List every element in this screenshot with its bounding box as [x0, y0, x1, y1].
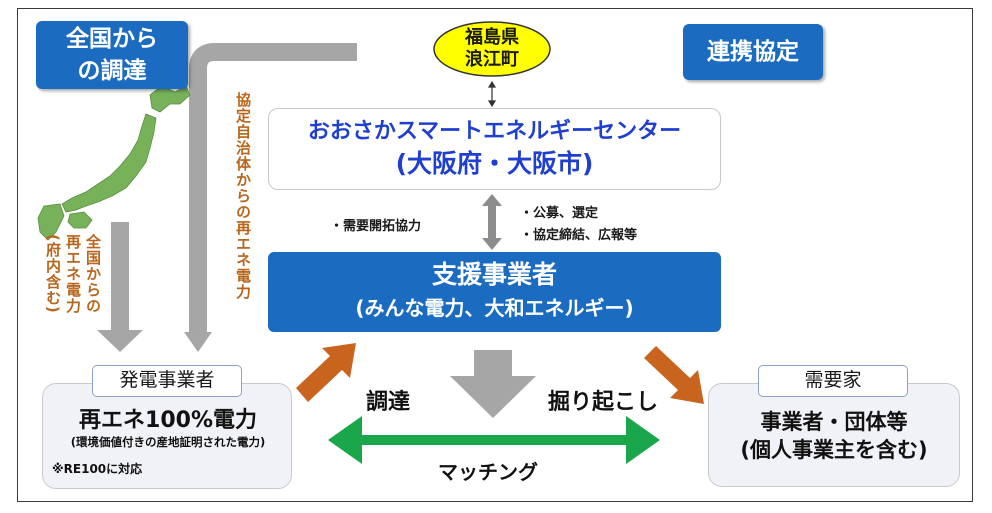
partnership-tag: 連携協定: [683, 24, 823, 80]
generator-note: ※RE100に対応: [52, 462, 143, 476]
namie-town-line1: 福島県: [465, 27, 519, 48]
nationwide-supply-arrow-body: [111, 222, 129, 332]
partner-supply-label: 協定自治体からの再エネ電力: [234, 92, 252, 300]
japan-map: [37, 85, 191, 241]
nationwide-supply-label-1: 全国からの: [84, 234, 102, 314]
consumer-line2: (個人事業主を含む): [740, 438, 928, 462]
support-title: 支援事業者: [431, 260, 557, 289]
partner-supply-arrow-body: [189, 43, 357, 334]
matching-label: マッチング: [438, 460, 538, 484]
procure-arrow: [296, 343, 356, 402]
consumer-main: 事業者・団体等 (個人事業主を含む): [712, 408, 956, 464]
partner-supply-arrow-head: [184, 332, 212, 352]
namie-town-line2: 浪江町: [465, 49, 519, 70]
nationwide-procurement-line1: 全国から: [66, 26, 158, 52]
generator-panel: [42, 383, 292, 489]
matching-arrow: [328, 416, 660, 464]
nationwide-supply-arrow-head: [97, 330, 143, 352]
osaka-smart-energy-center: おおさかスマートエネルギーセンター (大阪府・大阪市): [268, 108, 721, 190]
note-agreement: ・協定締結、広報等: [520, 228, 638, 243]
namie-town-label: 福島県 浪江町: [432, 22, 552, 78]
support-provider-box: 支援事業者 (みんな電力、大和エネルギー): [268, 252, 721, 332]
generator-sub: (環境価値付きの産地証明された電力): [70, 435, 266, 449]
namie-town-ellipse: [433, 21, 551, 77]
generator-title: 発電事業者: [92, 365, 242, 397]
nationwide-procurement-line2: の調達: [77, 58, 147, 84]
town-center-link: [487, 80, 497, 108]
consumer-panel: [708, 383, 960, 487]
center-support-link: [482, 194, 502, 250]
note-demand-cooperation: ・需要開拓協力: [330, 219, 422, 234]
discover-label: 掘り起こし: [548, 390, 659, 415]
support-members: (みんな電力、大和エネルギー): [355, 296, 634, 320]
nationwide-supply-label-2: 再エネ電力: [64, 234, 82, 314]
consumer-line1: 事業者・団体等: [760, 410, 908, 434]
center-name: おおさかスマートエネルギーセンター: [307, 119, 682, 144]
consumer-title: 需要家: [758, 365, 908, 397]
discover-arrow: [644, 346, 704, 404]
procure-label: 調達: [366, 390, 411, 415]
nationwide-procurement-tag: 全国から の調達: [36, 21, 188, 89]
note-selection: ・公募、選定: [520, 206, 599, 221]
generator-main: 再エネ100%電力: [79, 408, 257, 433]
support-down-arrow: [450, 350, 536, 418]
center-subtitle: (大阪府・大阪市): [395, 149, 594, 178]
nationwide-supply-label-3: (府内含む): [44, 234, 62, 314]
